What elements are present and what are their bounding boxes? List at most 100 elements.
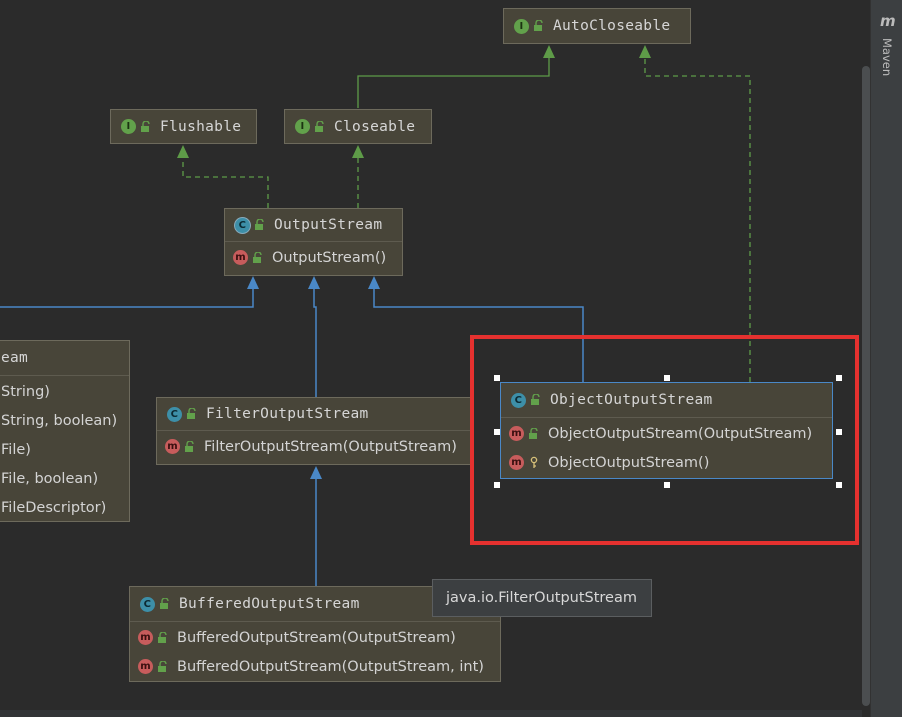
member-label: FilterOutputStream(OutputStream) — [204, 438, 457, 455]
edge-objectoutputstream-outputstream — [373, 289, 584, 382]
interface-icon: I — [514, 18, 529, 34]
node-title: Flushable — [160, 118, 242, 135]
node-title: eam — [1, 350, 29, 366]
node-objectoutputstream[interactable]: C ObjectOutputStream m ObjectOutputStrea… — [500, 382, 833, 479]
node-title: FilterOutputStream — [206, 406, 369, 422]
member-label: String) — [1, 383, 50, 400]
interface-icon: I — [295, 119, 310, 134]
arrow-flushable — [177, 145, 189, 158]
tooltip-text: java.io.FilterOutputStream — [446, 590, 637, 606]
node-title: BufferedOutputStream — [179, 596, 360, 612]
node-members: m ObjectOutputStream(OutputStream) m Obj… — [501, 417, 832, 478]
edge-outputstream-flushable — [182, 158, 269, 208]
member-item[interactable]: m OutputStream() — [225, 243, 402, 272]
member-item[interactable]: File, boolean) — [0, 464, 129, 493]
resize-handle[interactable] — [664, 482, 670, 488]
interface-icon: I — [121, 119, 136, 134]
member-item[interactable]: m ObjectOutputStream() — [501, 448, 832, 477]
vertical-scrollbar[interactable] — [862, 66, 870, 706]
node-outputstream[interactable]: C OutputStream m OutputStream() — [224, 208, 403, 276]
class-icon: C — [511, 392, 526, 408]
resize-handle[interactable] — [664, 375, 670, 381]
node-title: AutoCloseable — [553, 18, 671, 34]
arrow-outputstream-3 — [368, 276, 380, 289]
resize-handle[interactable] — [494, 429, 500, 435]
public-lock-icon — [529, 427, 538, 439]
member-label: String, boolean) — [1, 412, 118, 429]
node-flushable-header: I Flushable — [111, 110, 256, 143]
node-closeable-header: I Closeable — [285, 110, 431, 143]
node-fileoutputstream-header: eam — [0, 341, 129, 375]
member-item[interactable]: m BufferedOutputStream(OutputStream) — [130, 623, 500, 652]
arrow-autocloseable-1 — [543, 45, 555, 58]
node-bufferedoutputstream-header: C BufferedOutputStream — [130, 587, 500, 621]
resize-handle[interactable] — [494, 375, 500, 381]
node-filteroutputstream-header: C FilterOutputStream — [157, 398, 471, 430]
highlight-box — [470, 335, 859, 545]
public-lock-icon — [253, 251, 262, 263]
member-item[interactable]: FileDescriptor) — [0, 493, 129, 522]
node-title: Closeable — [334, 118, 416, 135]
edge-objectoutputstream-autocloseable — [644, 58, 751, 382]
node-title: ObjectOutputStream — [550, 392, 713, 408]
edge-fileoutputstream-outputstream — [0, 289, 254, 308]
member-label: BufferedOutputStream(OutputStream, int) — [177, 658, 484, 675]
member-item[interactable]: File) — [0, 435, 129, 464]
diagram-canvas[interactable]: I AutoCloseable I Flushable I Closeable … — [0, 0, 870, 717]
node-filteroutputstream[interactable]: C FilterOutputStream m FilterOutputStrea… — [156, 397, 472, 465]
method-icon: m — [509, 455, 524, 470]
node-members: m FilterOutputStream(OutputStream) — [157, 430, 471, 462]
node-autocloseable[interactable]: I AutoCloseable — [503, 8, 691, 44]
node-objectoutputstream-header: C ObjectOutputStream — [501, 383, 832, 417]
right-tool-strip — [870, 0, 902, 717]
class-icon: C — [167, 406, 182, 422]
tooltip: java.io.FilterOutputStream — [432, 579, 652, 617]
public-lock-icon — [315, 120, 324, 132]
edge-closeable-autocloseable — [357, 58, 550, 108]
member-item[interactable]: String) — [0, 377, 129, 406]
method-icon: m — [138, 630, 153, 645]
protected-key-icon — [530, 456, 538, 468]
edge-filteroutputstream-outputstream — [313, 289, 317, 397]
member-label: BufferedOutputStream(OutputStream) — [177, 629, 456, 646]
member-label: OutputStream() — [272, 249, 387, 266]
resize-handle[interactable] — [836, 482, 842, 488]
public-lock-icon — [141, 120, 150, 132]
arrow-outputstream-2 — [308, 276, 320, 289]
maven-tab[interactable]: Maven — [880, 38, 894, 77]
member-label: ObjectOutputStream(OutputStream) — [548, 425, 813, 442]
method-icon: m — [138, 659, 153, 674]
node-title: OutputStream — [274, 217, 383, 233]
member-label: FileDescriptor) — [1, 499, 107, 516]
resize-handle[interactable] — [494, 482, 500, 488]
node-members: String) String, boolean) File) File, boo… — [0, 375, 129, 523]
public-lock-icon — [158, 631, 167, 643]
method-icon: m — [165, 439, 180, 454]
maven-icon[interactable]: m — [880, 12, 896, 30]
resize-handle[interactable] — [836, 429, 842, 435]
resize-handle[interactable] — [836, 375, 842, 381]
node-fileoutputstream[interactable]: eam String) String, boolean) File) File,… — [0, 340, 130, 522]
public-lock-icon — [255, 219, 264, 230]
member-item[interactable]: m ObjectOutputStream(OutputStream) — [501, 419, 832, 448]
edges-layer — [0, 45, 751, 586]
public-lock-icon — [185, 440, 194, 452]
node-closeable[interactable]: I Closeable — [284, 109, 432, 144]
horizontal-scrollbar[interactable] — [0, 710, 862, 717]
node-outputstream-header: C OutputStream — [225, 209, 402, 241]
member-label: ObjectOutputStream() — [548, 454, 710, 471]
node-members: m BufferedOutputStream(OutputStream) m B… — [130, 621, 500, 682]
method-icon: m — [233, 250, 248, 265]
member-item[interactable]: m BufferedOutputStream(OutputStream, int… — [130, 652, 500, 681]
class-icon: C — [140, 596, 155, 612]
node-autocloseable-header: I AutoCloseable — [504, 9, 690, 43]
public-lock-icon — [158, 660, 167, 672]
arrow-closeable — [352, 145, 364, 158]
public-lock-icon — [160, 598, 169, 609]
member-item[interactable]: String, boolean) — [0, 406, 129, 435]
member-label: File) — [1, 441, 31, 458]
member-label: File, boolean) — [1, 470, 99, 487]
member-item[interactable]: m FilterOutputStream(OutputStream) — [157, 432, 471, 461]
abstract-class-icon: C — [235, 217, 250, 233]
node-flushable[interactable]: I Flushable — [110, 109, 257, 144]
